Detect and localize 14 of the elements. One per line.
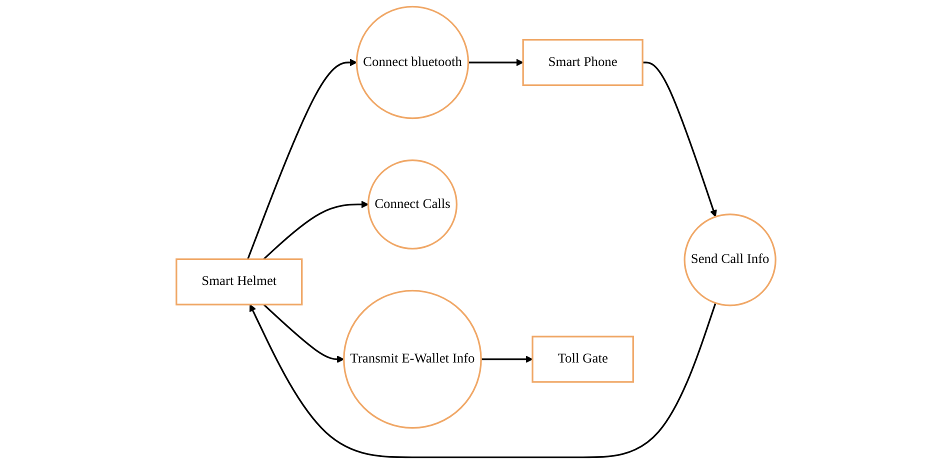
arrow bbox=[481, 356, 533, 363]
arrow bbox=[468, 58, 524, 66]
arrow bbox=[247, 58, 358, 260]
node-circle: Connect Calls bbox=[367, 159, 458, 250]
arrow bbox=[263, 200, 369, 260]
arrow bbox=[250, 302, 716, 458]
node-circle: Send Call Info bbox=[684, 214, 776, 306]
arrow bbox=[263, 304, 344, 363]
node-circle: Connect bluetooth bbox=[356, 6, 470, 120]
node-circle: Transmit E-Wallet Info bbox=[343, 290, 482, 429]
node-box: Smart Helmet bbox=[176, 258, 303, 306]
arrow bbox=[642, 62, 717, 218]
node-box: Smart Phone bbox=[522, 38, 644, 86]
node-box: Toll Gate bbox=[532, 336, 634, 383]
